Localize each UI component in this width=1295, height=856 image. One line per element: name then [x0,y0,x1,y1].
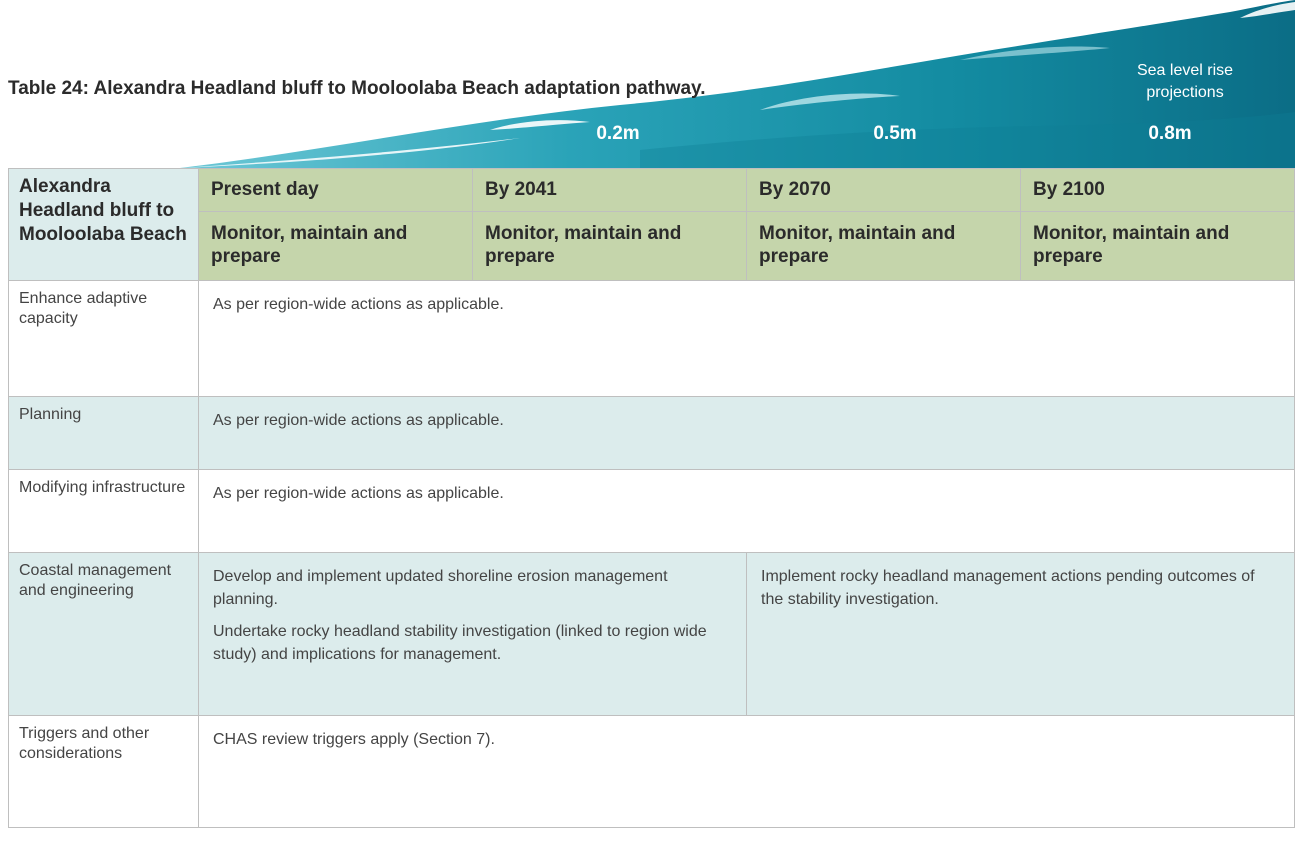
sea-level-label: Sea level rise projections [1136,62,1234,101]
row-text: As per region-wide actions as applicable… [198,469,1295,553]
sea-level-wave-graphic [180,0,1295,168]
period-header: Present day [198,168,473,212]
table-row: Coastal management and engineering Devel… [8,552,1295,716]
approach-header: Monitor, maintain and prepare [472,211,747,281]
projection-0.5m: 0.5m [873,123,917,144]
row-text-right: Implement rocky headland management acti… [746,552,1295,716]
approach-header: Monitor, maintain and prepare [746,211,1021,281]
approach-header: Monitor, maintain and prepare [1020,211,1295,281]
row-label: Coastal management and engineering [8,552,199,716]
table-row: Modifying infrastructure As per region-w… [8,469,1295,553]
header-row-approach: Monitor, maintain and prepare Monitor, m… [9,211,1295,281]
row-label: Triggers and other considerations [8,715,199,828]
projection-0.2m: 0.2m [596,123,640,144]
row-text-left: Develop and implement updated shoreline … [198,552,747,716]
period-header: By 2041 [472,168,747,212]
table-row: Triggers and other considerations CHAS r… [8,715,1295,828]
period-header: By 2100 [1020,168,1295,212]
projection-0.8m: 0.8m [1148,123,1192,144]
row-label: Enhance adaptive capacity [8,280,199,397]
table-row: Enhance adaptive capacity As per region-… [8,280,1295,397]
row-text: As per region-wide actions as applicable… [198,396,1295,470]
action-text: Undertake rocky headland stability inves… [213,623,707,663]
header-row-periods: Alexandra Headland bluff to Mooloolaba B… [8,168,1295,281]
row-text: As per region-wide actions as applicable… [198,280,1295,397]
row-label: Modifying infrastructure [8,469,199,553]
table-title: Table 24: Alexandra Headland bluff to Mo… [8,78,706,99]
corner-header: Alexandra Headland bluff to Mooloolaba B… [8,168,199,281]
adaptation-pathway-table: Alexandra Headland bluff to Mooloolaba B… [8,168,1295,828]
row-text: CHAS review triggers apply (Section 7). [198,715,1295,828]
period-header: By 2070 [746,168,1021,212]
approach-header: Monitor, maintain and prepare [198,211,473,281]
row-label: Planning [8,396,199,470]
table-row: Planning As per region-wide actions as a… [8,396,1295,470]
action-text: Develop and implement updated shoreline … [213,568,668,608]
